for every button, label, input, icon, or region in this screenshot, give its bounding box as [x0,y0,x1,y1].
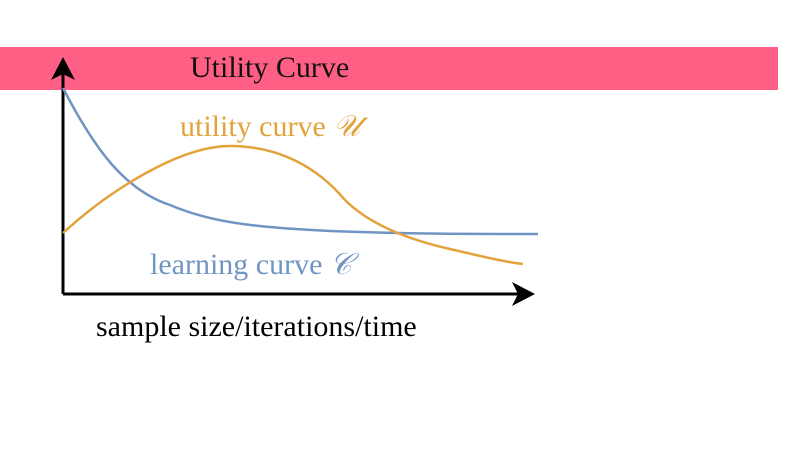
utility-symbol: 𝒰 [333,110,361,143]
y-axis-arrowhead [51,57,75,80]
utility-curve [62,144,524,266]
utility-curve-label: utility curve 𝒰 [180,110,360,144]
x-axis-arrowhead [512,282,535,306]
utility-curve-label-text: utility curve [180,110,334,143]
learning-symbol: 𝒞 [329,248,352,281]
x-axis-label: sample size/iterations/time [96,310,417,343]
diagram-title: Utility Curve [190,51,350,84]
title-band [0,47,778,90]
learning-curve-label: learning curve 𝒞 [150,248,352,282]
learning-curve [61,87,539,236]
learning-curve-label-text: learning curve [150,248,330,281]
